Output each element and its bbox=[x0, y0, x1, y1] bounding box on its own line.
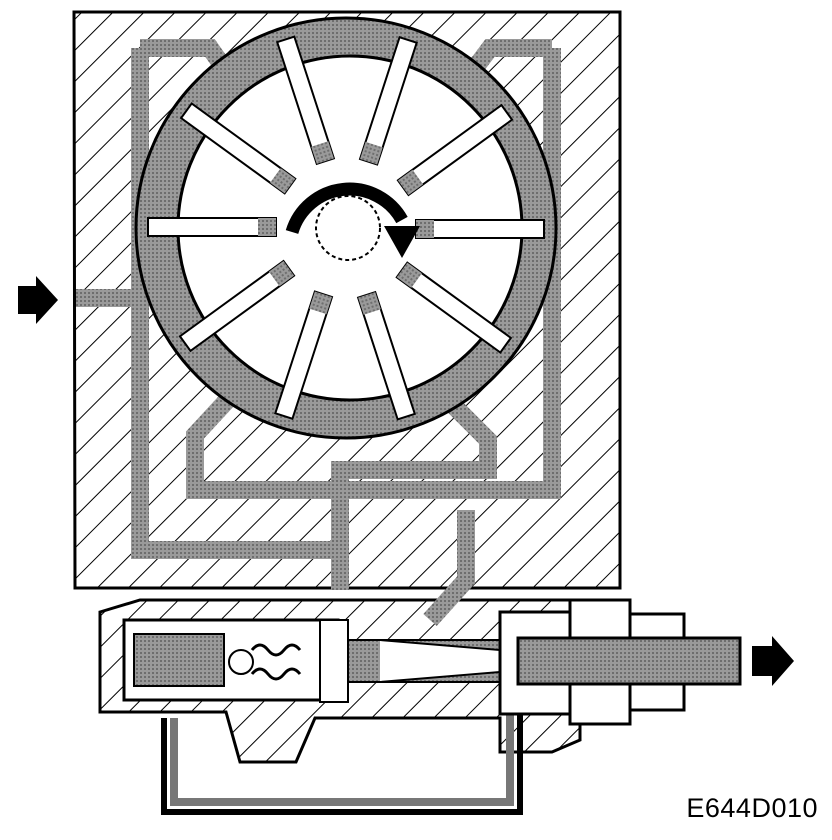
inlet-arrow-icon bbox=[18, 276, 58, 324]
reservoir bbox=[161, 712, 523, 815]
reference-code: E644D010 bbox=[686, 793, 818, 823]
flow-control-valve bbox=[122, 618, 349, 703]
splined-shaft bbox=[315, 195, 381, 261]
rotation-arrow-icon bbox=[285, 182, 420, 258]
outlet-arrow-icon bbox=[752, 636, 794, 686]
outlet-fitting bbox=[347, 598, 742, 726]
vanes bbox=[147, 35, 545, 421]
